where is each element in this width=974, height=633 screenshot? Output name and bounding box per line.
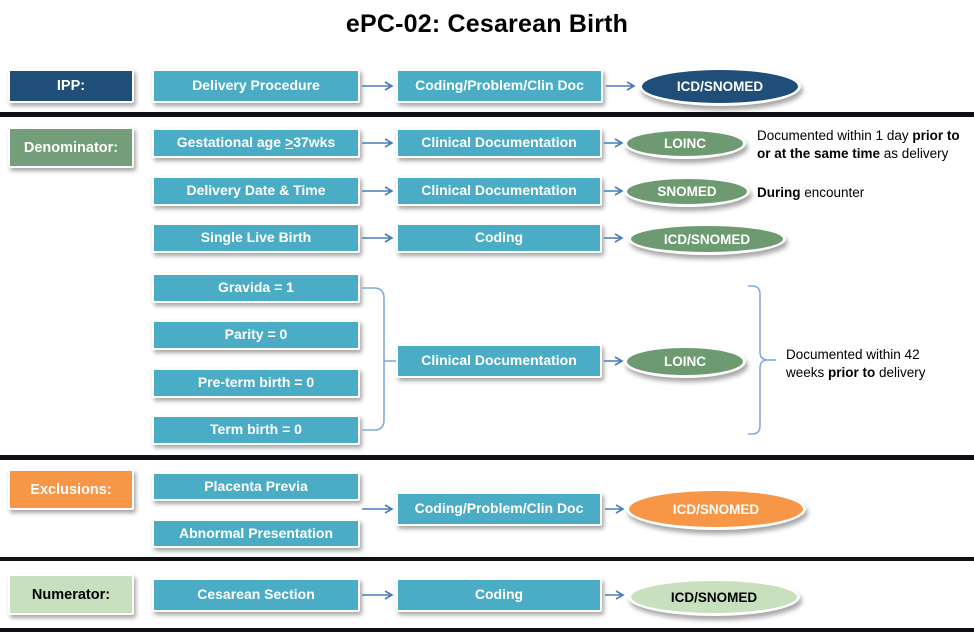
delivery-procedure-box: Delivery Procedure xyxy=(152,69,360,103)
snomed-ellipse: SNOMED xyxy=(624,176,750,207)
clinical-documentation-box: Clinical Documentation xyxy=(396,344,602,378)
preterm-birth-box: Pre-term birth = 0 xyxy=(152,368,360,398)
section-divider xyxy=(0,455,974,460)
arrow-right-icon xyxy=(603,185,625,197)
coding-problem-clindoc-box: Coding/Problem/Clin Doc xyxy=(396,69,603,103)
parity-box: Parity = 0 xyxy=(152,320,360,350)
arrow-right-icon xyxy=(603,355,625,367)
arrow-right-icon xyxy=(604,589,626,601)
cesarean-section-box: Cesarean Section xyxy=(152,578,360,612)
denominator-label: Denominator: xyxy=(8,127,134,168)
arrow-right-icon xyxy=(361,232,395,244)
arrow-right-icon xyxy=(361,503,395,515)
arrow-right-icon xyxy=(603,137,625,149)
bottom-divider xyxy=(0,628,974,632)
loinc-ellipse: LOINC xyxy=(624,345,746,378)
arrow-right-icon xyxy=(605,80,637,92)
coding-problem-clindoc-box: Coding/Problem/Clin Doc xyxy=(396,492,602,526)
timing-note: During encounter xyxy=(757,185,865,200)
exclusions-icd-snomed-ellipse: ICD/SNOMED xyxy=(626,488,806,530)
term-birth-box: Term birth = 0 xyxy=(152,415,360,445)
section-divider xyxy=(0,557,974,561)
delivery-date-time-box: Delivery Date & Time xyxy=(152,176,360,206)
timing-note: Documented within 1 day prior to or at t… xyxy=(757,128,960,161)
coding-box: Coding xyxy=(396,223,602,253)
placenta-previa-box: Placenta Previa xyxy=(152,472,360,501)
gestational-age-box: Gestational age>37wks xyxy=(152,128,360,158)
clinical-documentation-box: Clinical Documentation xyxy=(396,128,602,158)
timing-note: Documented within 42 weeks prior to deli… xyxy=(786,347,926,380)
page-title: ePC-02: Cesarean Birth xyxy=(345,10,629,38)
section-divider xyxy=(0,112,974,117)
single-live-birth-box: Single Live Birth xyxy=(152,223,360,253)
coding-box: Coding xyxy=(396,578,602,612)
group-bracket-icon xyxy=(360,272,398,446)
arrow-right-icon xyxy=(361,589,395,601)
numerator-icd-snomed-ellipse: ICD/SNOMED xyxy=(628,578,800,616)
numerator-label: Numerator: xyxy=(8,574,134,615)
arrow-right-icon xyxy=(361,80,395,92)
arrow-right-icon xyxy=(361,137,395,149)
exclusions-label: Exclusions: xyxy=(8,469,134,510)
ipp-icd-snomed-ellipse: ICD/SNOMED xyxy=(639,67,801,106)
clinical-documentation-box: Clinical Documentation xyxy=(396,176,602,206)
gravida-box: Gravida = 1 xyxy=(152,273,360,303)
arrow-right-icon xyxy=(603,232,625,244)
ipp-label: IPP: xyxy=(8,69,134,103)
right-brace-icon xyxy=(748,284,776,436)
abnormal-presentation-box: Abnormal Presentation xyxy=(152,519,360,548)
icd-snomed-ellipse: ICD/SNOMED xyxy=(628,223,786,255)
arrow-right-icon xyxy=(604,503,626,515)
gestational-age-text: Gestational age xyxy=(176,134,282,151)
greater-equal-sign: > xyxy=(285,134,294,151)
loinc-ellipse: LOINC xyxy=(624,128,746,159)
gestational-age-weeks: 37wks xyxy=(293,134,336,151)
arrow-right-icon xyxy=(361,185,395,197)
